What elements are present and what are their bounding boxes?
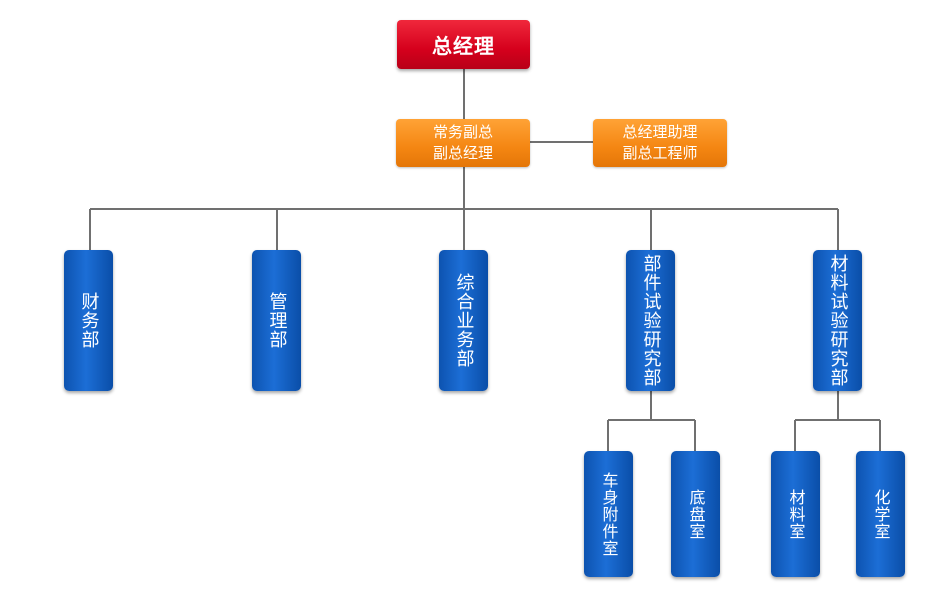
deputy-manager-node: 常务副总 副总经理	[396, 119, 530, 167]
deputy-line2: 副总经理	[432, 144, 493, 162]
room-chemistry: 化学室	[856, 451, 905, 577]
room-label: 底盘室	[686, 488, 706, 540]
assistant-line2: 副总工程师	[622, 144, 698, 162]
department-general-business: 综合业务部	[439, 250, 488, 391]
department-management: 管理部	[252, 250, 301, 391]
room-chassis: 底盘室	[671, 451, 720, 577]
room-materials: 材料室	[771, 451, 820, 577]
general-manager-node: 总经理	[397, 20, 530, 69]
department-label: 管理部	[266, 292, 288, 349]
department-finance: 财务部	[64, 250, 113, 391]
general-manager-label: 总经理	[432, 34, 495, 58]
department-label: 材料试验研究部	[827, 254, 849, 387]
department-material-testing: 材料试验研究部	[813, 250, 862, 391]
assistant-line1: 总经理助理	[622, 123, 698, 141]
assistant-manager-node: 总经理助理 副总工程师	[593, 119, 727, 167]
department-label: 综合业务部	[453, 273, 475, 368]
department-label: 部件试验研究部	[640, 254, 662, 387]
room-label: 材料室	[786, 488, 806, 540]
department-component-testing: 部件试验研究部	[626, 250, 675, 391]
room-body-accessories: 车身附件室	[584, 451, 633, 577]
department-label: 财务部	[78, 292, 100, 349]
deputy-line1: 常务副总	[432, 123, 493, 141]
room-label: 车身附件室	[599, 471, 619, 557]
room-label: 化学室	[871, 488, 891, 540]
